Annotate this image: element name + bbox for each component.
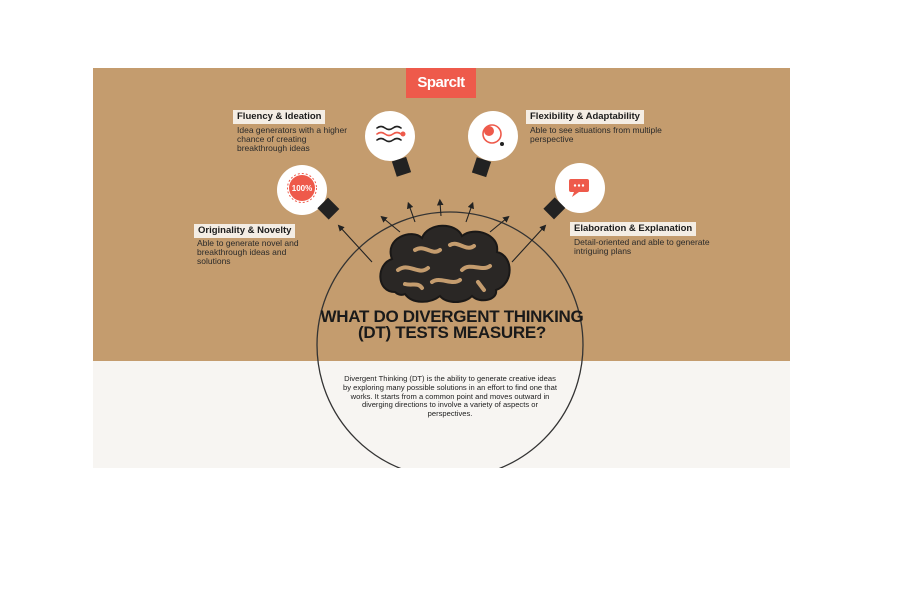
fluency-title: Fluency & Ideation (233, 110, 326, 124)
elaboration-title: Elaboration & Explanation (570, 222, 697, 236)
arrow-flexibility (465, 201, 475, 223)
brain-icon (379, 224, 511, 303)
flexibility-title: Flexibility & Adaptability (526, 110, 644, 124)
arrow-originality (337, 224, 373, 263)
originality-description: Able to generate novel and breakthrough … (197, 238, 299, 266)
connector-arrows (337, 198, 547, 263)
wave-lines-icon (376, 125, 406, 143)
bulb-flexibility (468, 111, 518, 178)
arrow-fluency (406, 201, 416, 223)
arrow-small-2 (436, 198, 444, 217)
svg-text:100%: 100% (292, 184, 312, 193)
center-description: Divergent Thinking (DT) is the ability t… (343, 374, 557, 419)
speech-bubble-icon (569, 179, 589, 197)
center-title: WHAT DO DIVERGENT THINKING (DT) TESTS ME… (320, 307, 584, 342)
flexibility-description: Able to see situations from multiple per… (530, 125, 662, 144)
originality-title: Originality & Novelty (194, 224, 296, 238)
fluency-description: Idea generators with a higher chance of … (237, 125, 348, 153)
bulb-fluency (365, 111, 415, 177)
arrow-elaboration (511, 224, 547, 263)
center-circle (316, 211, 584, 468)
background-top (93, 68, 790, 361)
brand-logo: SparcIt (406, 68, 476, 98)
orbit-icon (482, 124, 504, 146)
arrow-small-3 (489, 215, 510, 233)
arrow-small-1 (380, 215, 401, 233)
infographic-card (93, 68, 790, 468)
elaboration-description: Detail-oriented and able to generate int… (574, 237, 710, 256)
percent-badge-icon: 100% (287, 173, 317, 203)
background-bottom (93, 361, 790, 468)
